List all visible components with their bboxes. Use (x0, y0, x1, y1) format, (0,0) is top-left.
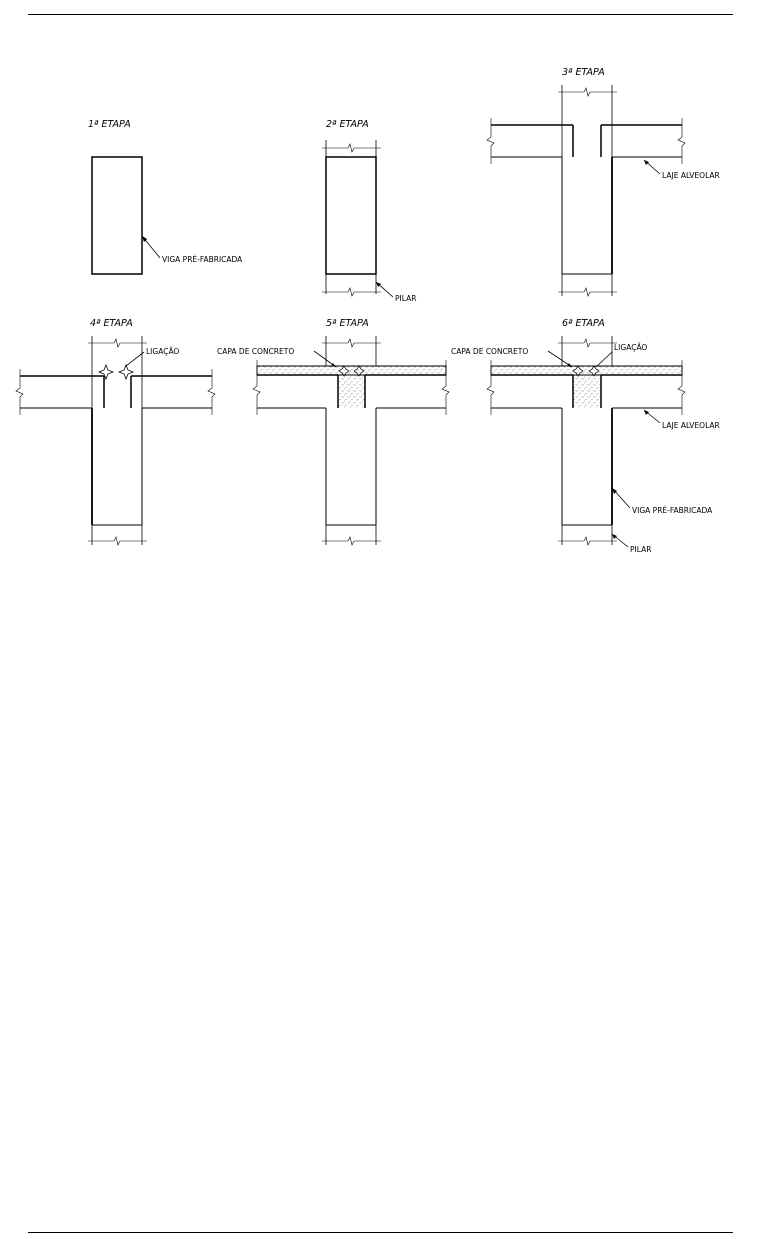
stage-3-title: 3ª ETAPA (562, 67, 605, 78)
label-viga-stage1: VIGA PRÉ-FABRICADA (162, 255, 243, 264)
concrete-topping (491, 366, 682, 375)
precast-beam-element (92, 157, 142, 274)
stage-4-title: 4ª ETAPA (90, 318, 133, 329)
concrete-joint (338, 375, 365, 408)
label-viga-stage6: VIGA PRÉ-FABRICADA (632, 506, 713, 515)
stage-5-title: 5ª ETAPA (326, 318, 369, 329)
label-laje-stage6: LAJE ALVEOLAR (662, 421, 720, 430)
stage-5-drawing (253, 336, 449, 545)
label-ligacao-stage6: LIGAÇÃO (614, 343, 647, 352)
stage-4-drawing (16, 336, 215, 545)
label-capa-stage5: CAPA DE CONCRETO (217, 347, 294, 356)
label-ligacao-stage4: LIGAÇÃO (146, 347, 179, 356)
concrete-topping (257, 366, 446, 375)
stage-2-drawing (322, 140, 393, 297)
precast-beam-element (326, 157, 376, 274)
stage-3-drawing (487, 85, 685, 296)
label-pilar-stage2: PILAR (395, 294, 416, 303)
label-capa-stage6: CAPA DE CONCRETO (451, 347, 528, 356)
stage-1-title: 1ª ETAPA (88, 119, 131, 130)
label-pilar-stage6: PILAR (630, 545, 651, 554)
concrete-joint (573, 375, 601, 408)
stage-1-drawing (92, 157, 160, 274)
stage-2-title: 2ª ETAPA (326, 119, 369, 130)
label-laje-stage3: LAJE ALVEOLAR (662, 171, 720, 180)
stage-6-title: 6ª ETAPA (562, 318, 605, 329)
stage-6-drawing (487, 336, 685, 547)
